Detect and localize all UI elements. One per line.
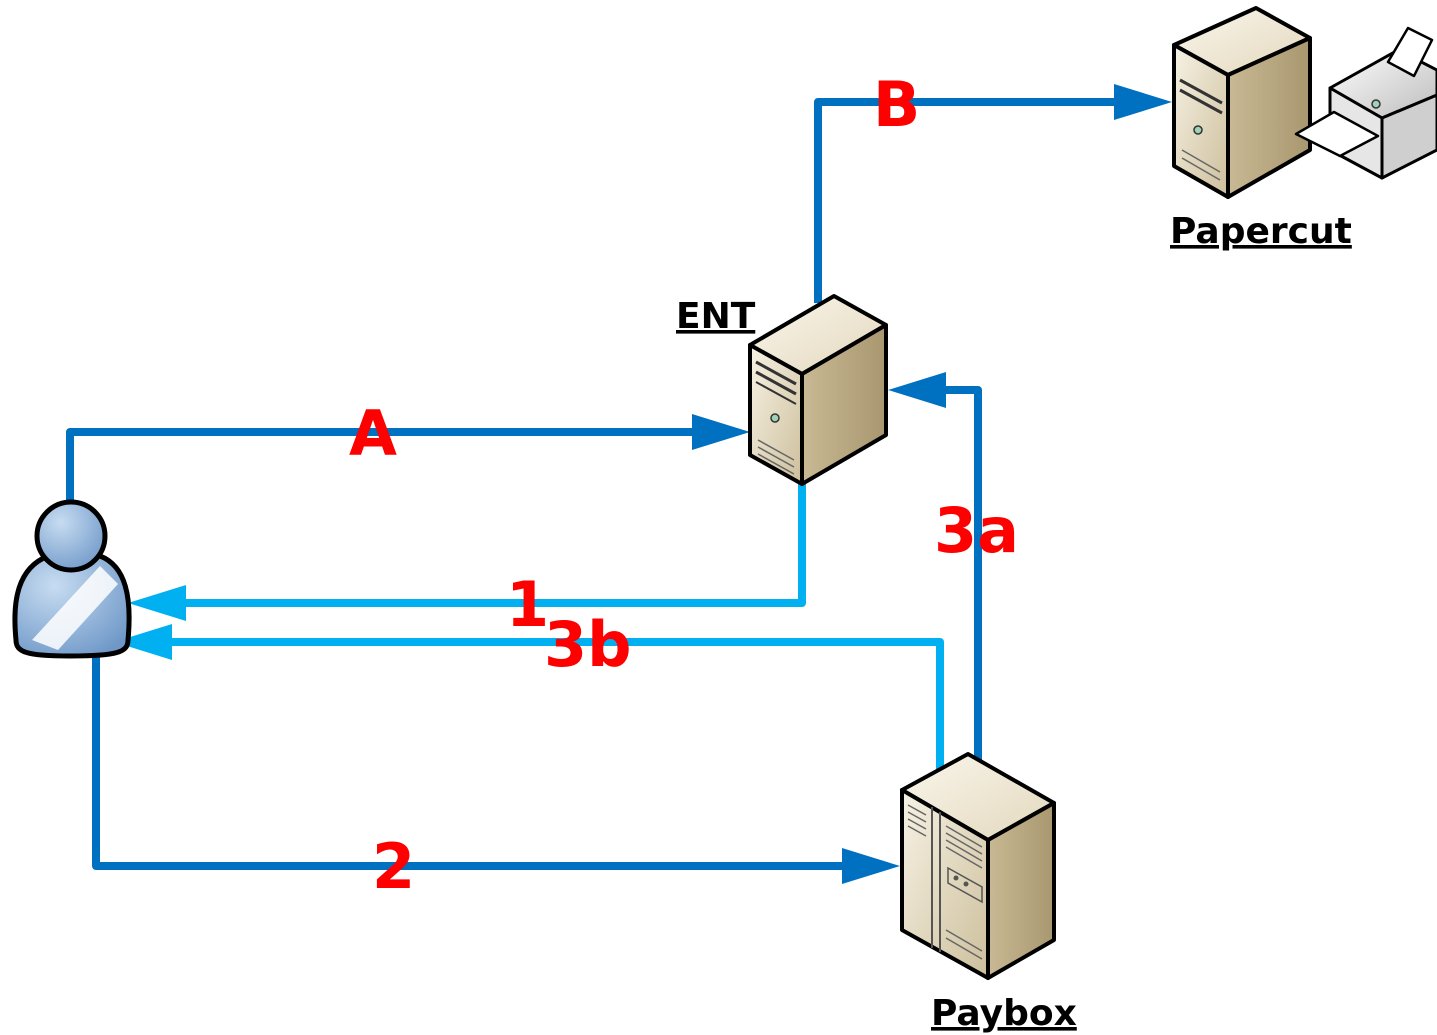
arrow-1 [128, 482, 806, 621]
papercut-label: Papercut [1170, 211, 1352, 252]
step-label-1: 1 [506, 568, 549, 641]
arrow-a [66, 414, 750, 503]
tower-server-icon [748, 294, 888, 486]
arrow-3b [114, 624, 944, 770]
arrow-2 [92, 652, 900, 884]
step-label-3b: 3b [544, 608, 632, 681]
user-icon [12, 499, 132, 659]
ent-label: ENT [676, 296, 756, 337]
paybox-label: Paybox [931, 993, 1077, 1034]
arrow-3a [888, 372, 982, 762]
step-label-2: 2 [372, 830, 415, 903]
cabinet-server-icon [900, 752, 1056, 980]
step-label-b: B [873, 68, 920, 141]
step-label-a: A [349, 397, 397, 470]
step-label-3a: 3a [934, 494, 1019, 567]
server-printer-icon [1172, 6, 1437, 199]
arrow-b [814, 84, 1172, 303]
